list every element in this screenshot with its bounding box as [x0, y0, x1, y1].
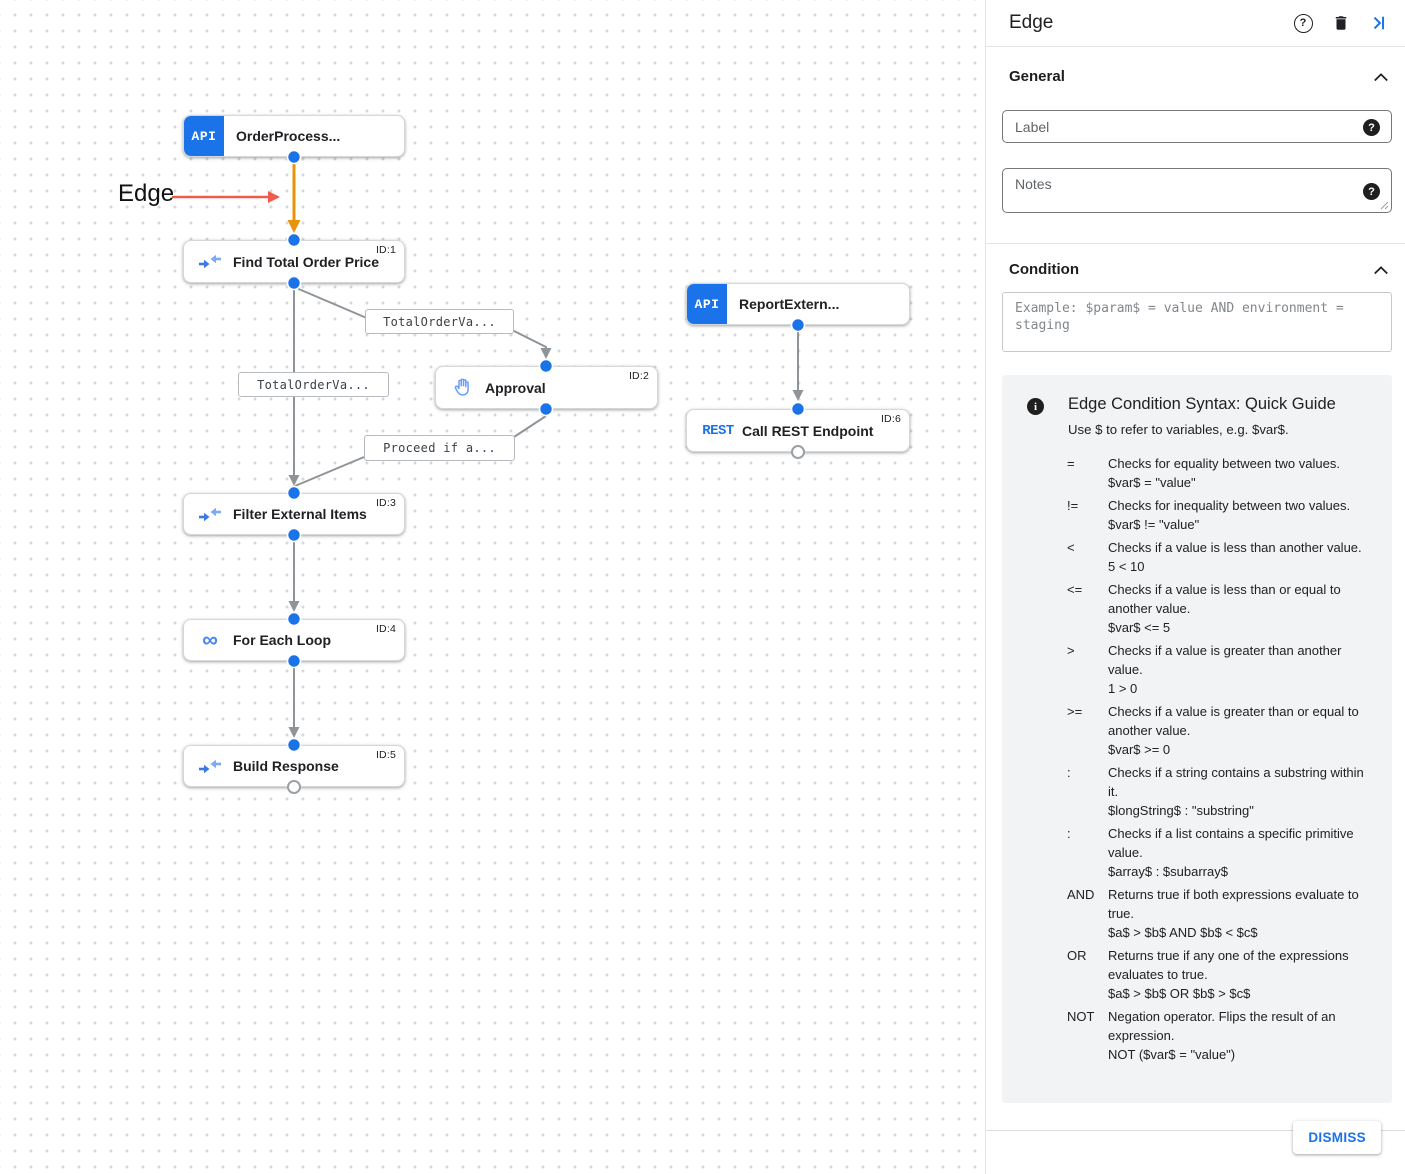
loop-icon: ∞: [202, 627, 218, 652]
edge-label-proceed-if[interactable]: Proceed if a...: [364, 435, 515, 461]
edge-label-total-order-2[interactable]: TotalOrderVa...: [238, 372, 389, 397]
guide-row: AND Returns true if both expressions eva…: [1067, 887, 1359, 940]
guide-row: >= Checks if a value is greater than or …: [1067, 704, 1359, 757]
notes-field-wrapper: ?: [1002, 168, 1392, 213]
data-mapping-icon: [197, 254, 223, 269]
node-id-badge: ID:2: [628, 370, 649, 382]
resize-handle-icon[interactable]: [1379, 200, 1389, 210]
node-id-badge: ID:1: [375, 244, 396, 256]
port-approval-out[interactable]: [538, 401, 554, 417]
help-icon[interactable]: ?: [1293, 13, 1313, 33]
label-input[interactable]: [1003, 111, 1391, 142]
guide-row: NOT Negation operator. Flips the result …: [1067, 1009, 1336, 1062]
workflow-canvas[interactable]: Edge API OrderProcess... ID:1 Find Total…: [0, 0, 985, 1174]
approval-hand-icon: [449, 377, 475, 398]
data-mapping-icon: [197, 507, 223, 522]
edge-properties-panel: Edge ? General ? ?: [985, 0, 1405, 1174]
condition-section-header[interactable]: Condition: [1009, 261, 1389, 278]
guide-row: : Checks if a string contains a substrin…: [1067, 765, 1364, 818]
api-trigger-badge: API: [687, 284, 727, 324]
dismiss-button[interactable]: DISMISS: [1293, 1121, 1381, 1154]
port-order-out[interactable]: [286, 149, 302, 165]
section-divider: [986, 243, 1405, 244]
node-label: For Each Loop: [233, 632, 331, 648]
edge-annotation-label: Edge: [118, 180, 175, 207]
panel-title: Edge: [1009, 12, 1054, 33]
info-icon: i: [1027, 398, 1044, 415]
node-label: Approval: [485, 379, 546, 396]
footer-divider: [986, 1130, 1405, 1131]
guide-subtitle: Use $ to refer to variables, e.g. $var$.: [1068, 422, 1289, 437]
guide-rows: = Checks for equality between two values…: [1067, 454, 1376, 1064]
edge-approval-to-filter-b[interactable]: [294, 456, 365, 487]
api-trigger-badge: API: [184, 116, 224, 156]
node-label: Call REST Endpoint: [742, 422, 874, 439]
guide-row: <= Checks if a value is less than or equ…: [1067, 582, 1341, 635]
edge-label-total-order-1[interactable]: TotalOrderVa...: [365, 309, 514, 334]
data-mapping-icon: [197, 759, 223, 774]
general-section-header[interactable]: General: [1009, 68, 1389, 85]
node-label: ReportExtern...: [739, 296, 840, 312]
port-find-out[interactable]: [286, 275, 302, 291]
port-rest-in[interactable]: [790, 401, 806, 417]
collapse-condition-icon[interactable]: [1373, 265, 1389, 275]
notes-textarea[interactable]: [1003, 169, 1391, 212]
node-id-badge: ID:6: [880, 413, 901, 425]
edge-find-to-approval-a[interactable]: [293, 286, 370, 320]
port-loop-out[interactable]: [286, 653, 302, 669]
rest-icon: REST: [702, 422, 734, 439]
edge-approval-to-filter-a[interactable]: [513, 415, 547, 438]
general-heading: General: [1009, 68, 1065, 85]
edges-layer: [172, 149, 806, 794]
label-help-icon[interactable]: ?: [1363, 119, 1380, 136]
port-filter-out[interactable]: [286, 527, 302, 543]
port-approval-in[interactable]: [538, 358, 554, 374]
port-find-in[interactable]: [286, 232, 302, 248]
condition-heading: Condition: [1009, 261, 1079, 278]
node-id-badge: ID:4: [375, 623, 396, 635]
port-build-in[interactable]: [286, 737, 302, 753]
edge-find-to-approval-b[interactable]: [511, 329, 552, 359]
port-rest-out-open[interactable]: [791, 445, 805, 459]
port-filter-in[interactable]: [286, 485, 302, 501]
guide-row: = Checks for equality between two values…: [1067, 456, 1340, 490]
guide-row: > Checks if a value is greater than anot…: [1067, 643, 1342, 696]
node-label: Build Response: [233, 758, 339, 774]
port-build-out-open[interactable]: [287, 780, 301, 794]
collapse-general-icon[interactable]: [1373, 72, 1389, 82]
panel-header: Edge ?: [986, 0, 1405, 47]
node-label: Find Total Order Price: [233, 253, 379, 270]
condition-field-wrapper: [1002, 292, 1392, 352]
node-order-process-trigger[interactable]: API OrderProcess...: [183, 115, 405, 157]
node-id-badge: ID:3: [375, 497, 396, 509]
node-find-total-order-price[interactable]: ID:1 Find Total Order Price: [183, 240, 405, 283]
guide-title: Edge Condition Syntax: Quick Guide: [1068, 395, 1336, 413]
condition-syntax-guide: i Edge Condition Syntax: Quick Guide Use…: [1002, 375, 1392, 1103]
port-loop-in[interactable]: [286, 611, 302, 627]
node-label: Filter External Items: [233, 506, 367, 522]
guide-row: != Checks for inequality between two val…: [1067, 498, 1351, 532]
guide-row: : Checks if a list contains a specific p…: [1067, 826, 1354, 879]
node-label: OrderProcess...: [236, 128, 341, 144]
collapse-panel-icon[interactable]: [1369, 13, 1389, 33]
condition-textarea[interactable]: [1003, 293, 1391, 351]
delete-icon[interactable]: [1331, 13, 1351, 33]
guide-row: < Checks if a value is less than another…: [1067, 540, 1362, 574]
port-report-out[interactable]: [790, 317, 806, 333]
label-field-wrapper: ?: [1002, 110, 1392, 143]
node-id-badge: ID:5: [375, 749, 396, 761]
guide-row: OR Returns true if any one of the expres…: [1067, 948, 1349, 1001]
notes-help-icon[interactable]: ?: [1363, 183, 1380, 200]
